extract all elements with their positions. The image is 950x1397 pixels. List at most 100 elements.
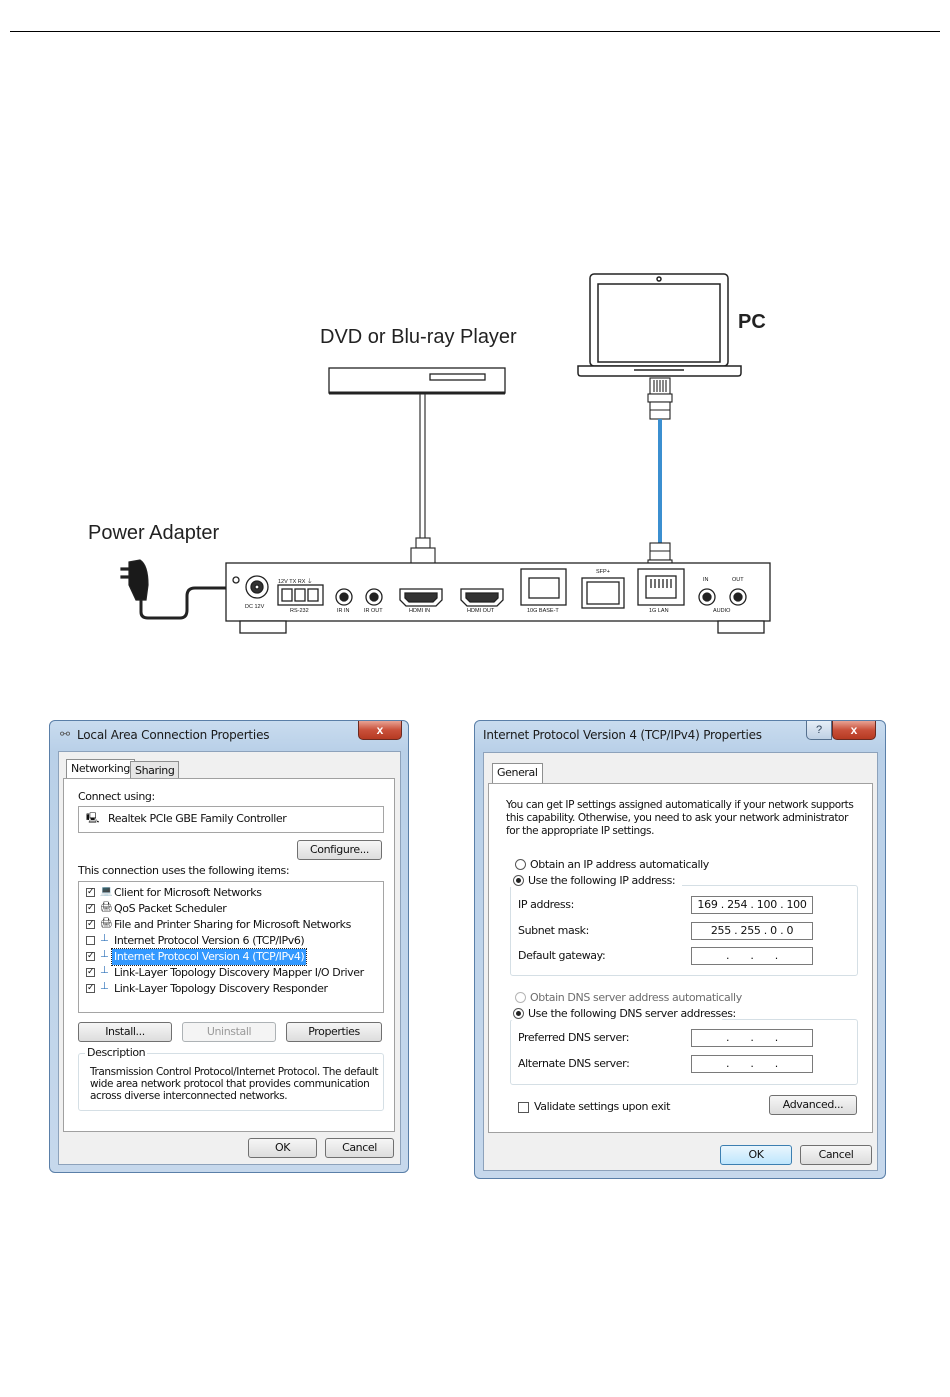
hdbaset-device	[225, 562, 771, 634]
obtain-dns-label: Obtain DNS server address automatically	[530, 991, 742, 1004]
network-service-icon: 🖨	[100, 918, 113, 929]
base-t-label: 10G BASE-T	[527, 608, 559, 614]
ip-address-field[interactable]: 169 . 254 . 100 . 100	[691, 896, 813, 914]
use-dns-radio[interactable]	[513, 1008, 524, 1019]
protocol-icon: ⊥	[100, 981, 109, 992]
obtain-ip-label: Obtain an IP address automatically	[530, 858, 709, 871]
alternate-dns-label: Alternate DNS server:	[518, 1057, 630, 1070]
audio-label: AUDIO	[713, 608, 731, 614]
ir-in-label: IR IN	[337, 608, 350, 614]
tab-general[interactable]: General	[492, 763, 543, 783]
rs232-port-label: RS-232	[290, 608, 309, 614]
tab-sharing[interactable]: Sharing	[130, 761, 180, 779]
obtain-ip-radio[interactable]	[515, 859, 526, 870]
lac-properties-window: ⚯ Local Area Connection Properties x Net…	[49, 720, 409, 1173]
dvd-label: DVD or Blu-ray Player	[320, 326, 517, 348]
intro-line-3: for the appropriate IP settings.	[506, 825, 655, 837]
item-checkbox[interactable]	[86, 936, 95, 945]
diagram-graphics	[120, 273, 771, 634]
audio-out-label: OUT	[732, 577, 744, 583]
uninstall-button[interactable]: Uninstall	[182, 1022, 276, 1042]
ethernet-cable	[647, 377, 673, 569]
help-button[interactable]: ?	[806, 721, 832, 740]
obtain-dns-radio[interactable]	[515, 992, 526, 1003]
hdmi-cable	[410, 394, 436, 583]
lac-close-button[interactable]: x	[358, 721, 402, 740]
subnet-mask-label: Subnet mask:	[518, 924, 589, 937]
hdmi-out-label: HDMI OUT	[467, 608, 495, 614]
item-label: Internet Protocol Version 6 (TCP/IPv6)	[114, 934, 305, 947]
use-dns-label: Use the following DNS server addresses:	[528, 1007, 736, 1020]
properties-button[interactable]: Properties	[286, 1022, 382, 1042]
use-ip-radio[interactable]	[513, 875, 524, 886]
protocol-icon: ⊥	[100, 933, 109, 944]
adapter-name: Realtek PCIe GBE Family Controller	[108, 812, 287, 825]
lac-client-area: Networking Sharing Connect using: 🖳 Real…	[58, 751, 401, 1165]
lac-title: Local Area Connection Properties	[77, 728, 270, 742]
install-button[interactable]: Install...	[78, 1022, 172, 1042]
tab-networking[interactable]: Networking	[66, 759, 135, 779]
power-adapter-label: Power Adapter	[88, 522, 220, 544]
laptop-icon	[577, 273, 742, 377]
ipv4-client-area: General You can get IP settings assigned…	[483, 752, 878, 1171]
description-group: Description Transmission Control Protoco…	[78, 1046, 384, 1111]
dvd-player-icon	[328, 367, 506, 395]
ipv4-titlebar[interactable]: Internet Protocol Version 4 (TCP/IPv4) P…	[475, 721, 885, 749]
gateway-field[interactable]: . . .	[691, 947, 813, 965]
item-checkbox[interactable]: ✓	[86, 903, 95, 913]
networking-panel: Connect using: 🖳 Realtek PCIe GBE Family…	[63, 778, 395, 1132]
power-adapter-icon	[120, 559, 245, 620]
network-service-icon: 🖨	[100, 902, 113, 913]
intro-line-1: You can get IP settings assigned automat…	[506, 799, 854, 811]
item-label: Link-Layer Topology Discovery Mapper I/O…	[114, 966, 364, 979]
item-checkbox[interactable]: ✓	[86, 887, 95, 897]
lac-titlebar[interactable]: ⚯ Local Area Connection Properties x	[50, 721, 408, 749]
use-dns-option[interactable]: Use the following DNS server addresses:	[508, 1006, 736, 1020]
connect-using-label: Connect using:	[78, 790, 155, 803]
sfp-label: SFP+	[596, 569, 610, 575]
items-label: This connection uses the following items…	[78, 864, 290, 877]
protocol-icon: ⊥	[100, 949, 109, 960]
ipv4-cancel-button[interactable]: Cancel	[800, 1145, 872, 1165]
description-title: Description	[85, 1046, 148, 1059]
gateway-label: Default gateway:	[518, 949, 606, 962]
ipv4-ok-button[interactable]: OK	[720, 1145, 792, 1165]
items-list[interactable]: ✓ 💻 Client for Microsoft Networks ✓ 🖨 Qo…	[78, 881, 384, 1013]
item-checkbox[interactable]: ✓	[86, 967, 95, 977]
ipv4-close-button[interactable]: x	[832, 721, 876, 740]
configure-button[interactable]: Configure...	[297, 840, 382, 860]
use-ip-option[interactable]: Use the following IP address:	[508, 873, 682, 887]
description-line-3: across diverse interconnected networks.	[90, 1090, 288, 1102]
description-line-2: wide area network protocol that provides…	[90, 1078, 370, 1090]
item-checkbox[interactable]: ✓	[86, 951, 95, 961]
validate-label: Validate settings upon exit	[534, 1100, 670, 1113]
alternate-dns-field[interactable]: . . .	[691, 1055, 813, 1073]
rs232-pins-label: 12V TX RX ⏚	[278, 579, 313, 585]
top-rule	[10, 31, 940, 32]
network-adapter-icon: ⚯	[60, 727, 71, 741]
ip-address-group: IP address: 169 . 254 . 100 . 100 Subnet…	[510, 885, 858, 976]
network-client-icon: 💻	[100, 886, 113, 897]
item-label: Link-Layer Topology Discovery Responder	[114, 982, 328, 995]
lan-label: 1G LAN	[649, 608, 669, 614]
intro-line-2: this capability. Otherwise, you need to …	[506, 812, 849, 824]
item-checkbox[interactable]: ✓	[86, 983, 95, 993]
ir-out-label: IR OUT	[364, 608, 383, 614]
item-label: Internet Protocol Version 4 (TCP/IPv4)	[110, 948, 308, 966]
validate-checkbox[interactable]	[518, 1102, 529, 1113]
use-ip-label: Use the following IP address:	[528, 874, 676, 887]
subnet-mask-field[interactable]: 255 . 255 . 0 . 0	[691, 922, 813, 940]
advanced-button[interactable]: Advanced...	[769, 1095, 857, 1115]
dns-group: Preferred DNS server: . . . Alternate DN…	[510, 1019, 858, 1085]
item-label: QoS Packet Scheduler	[114, 902, 227, 915]
item-checkbox[interactable]: ✓	[86, 919, 95, 929]
lac-cancel-button[interactable]: Cancel	[325, 1138, 394, 1158]
adapter-box: 🖳 Realtek PCIe GBE Family Controller	[78, 806, 384, 833]
ipv4-title: Internet Protocol Version 4 (TCP/IPv4) P…	[483, 728, 762, 742]
description-line-1: Transmission Control Protocol/Internet P…	[90, 1066, 379, 1078]
adapter-icon: 🖳	[86, 813, 100, 824]
preferred-dns-label: Preferred DNS server:	[518, 1031, 630, 1044]
lac-ok-button[interactable]: OK	[248, 1138, 317, 1158]
ipv4-properties-window: Internet Protocol Version 4 (TCP/IPv4) P…	[474, 720, 886, 1179]
preferred-dns-field[interactable]: . . .	[691, 1029, 813, 1047]
